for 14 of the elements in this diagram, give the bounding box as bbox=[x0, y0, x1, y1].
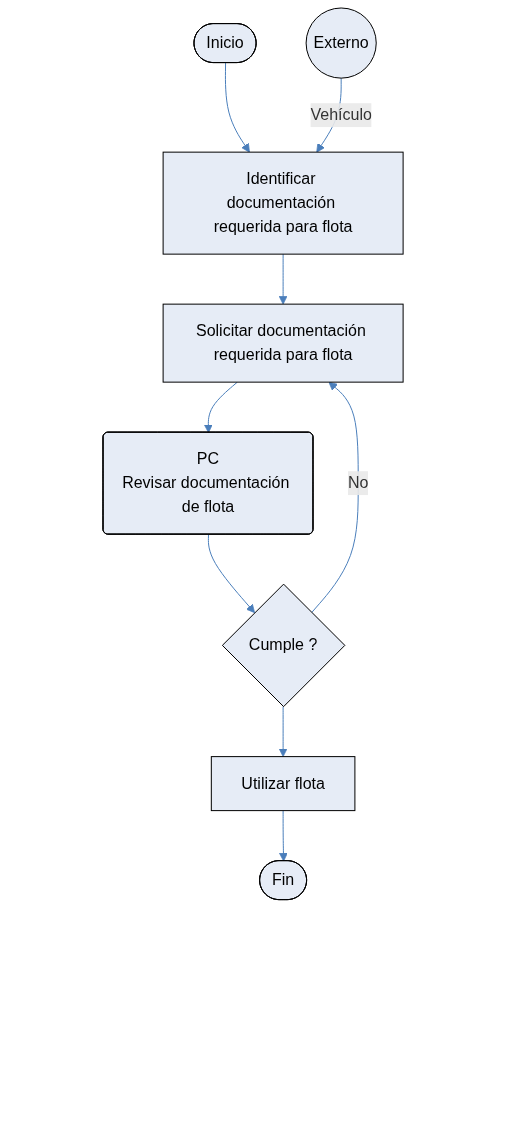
node-box: Solicitar documentación requerida para flota bbox=[162, 303, 404, 383]
arrow bbox=[278, 253, 288, 305]
node-circle: Externo bbox=[305, 7, 377, 79]
arrow bbox=[311, 381, 359, 614]
arrow bbox=[203, 381, 238, 434]
node-box: Utilizar flota bbox=[210, 756, 356, 812]
arrow bbox=[279, 810, 288, 862]
node-box: Identificar documentación requerida para flota bbox=[162, 151, 404, 255]
edge-label: No bbox=[347, 474, 369, 492]
arrow bbox=[224, 62, 250, 153]
node-diamond: Cumple ? bbox=[221, 583, 346, 708]
arrow bbox=[278, 706, 288, 757]
edge-label: Vehículo bbox=[310, 106, 372, 124]
arrow bbox=[207, 534, 255, 614]
